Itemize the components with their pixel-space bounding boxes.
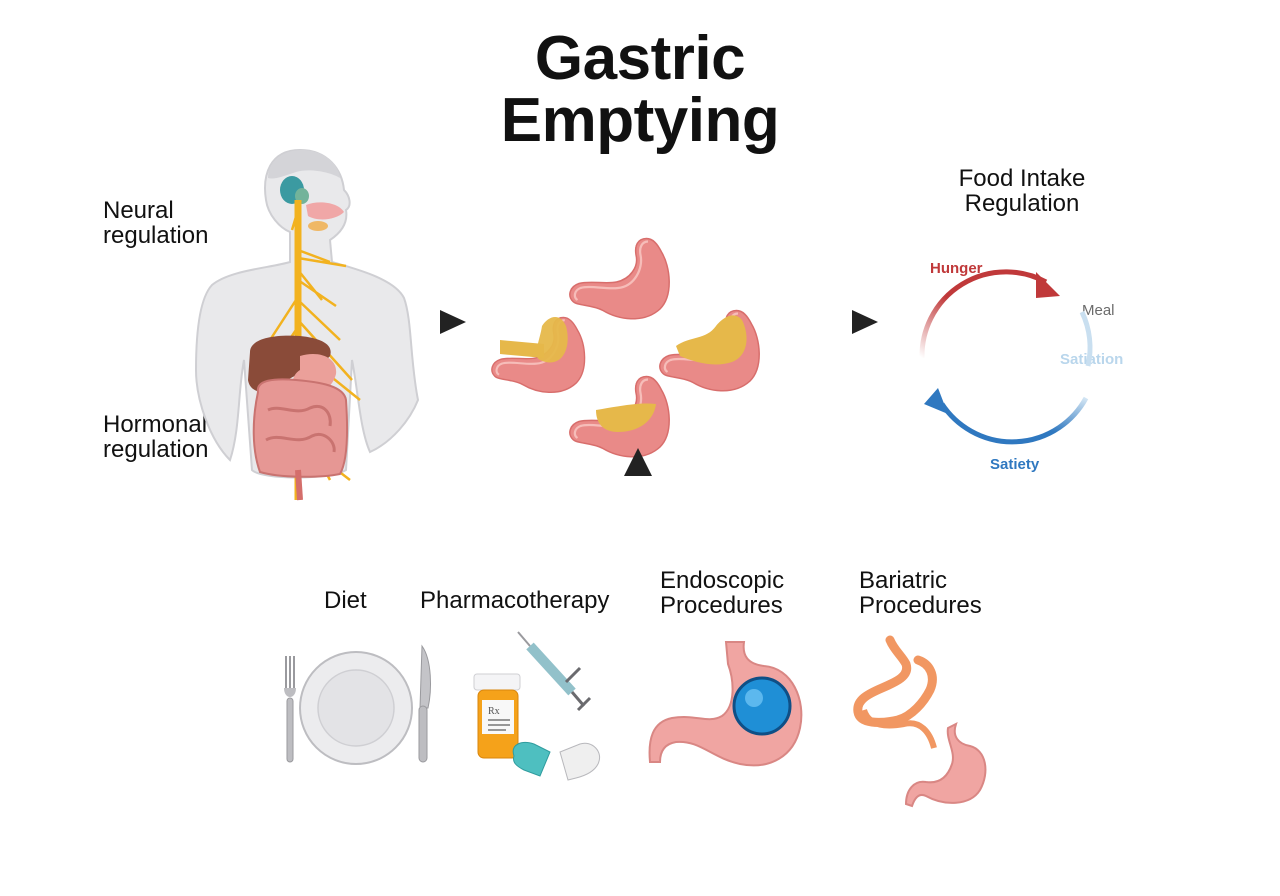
knife-icon — [418, 644, 431, 763]
hunger-label: Hunger — [930, 260, 983, 277]
diet-label: Diet — [324, 587, 367, 614]
plate-icon — [299, 651, 413, 765]
arrow-interventions-to-emptying — [624, 448, 652, 538]
pill-bottle-icon: Rx — [473, 673, 521, 759]
gastric-bypass-icon — [853, 635, 987, 808]
title-line-1: Gastric — [534, 24, 746, 93]
rx-symbol: Rx — [488, 706, 500, 717]
satiety-label: Satiety — [990, 456, 1040, 473]
hormonal-regulation-label: Hormonal regulation — [103, 411, 209, 463]
title-line-2: Emptying — [500, 86, 780, 155]
stomach-icon — [568, 237, 671, 320]
stomach-icon — [658, 309, 761, 392]
hunger-arc — [919, 269, 1048, 359]
satiety-arrowhead — [924, 388, 948, 414]
fork-icon — [284, 656, 296, 763]
syringe-icon — [517, 631, 592, 712]
endoscopic-procedures-label: Endoscopic Procedures — [660, 567, 785, 619]
arrow-emptying-to-food-intake — [796, 310, 878, 334]
stomach-icon — [490, 316, 586, 394]
food-intake-cycle — [919, 269, 1093, 445]
arrow-regulation-to-emptying — [398, 310, 466, 334]
page-title: Gastric Emptying — [0, 28, 1280, 152]
human-body-icon — [194, 148, 420, 501]
capsule-icon — [512, 742, 600, 781]
gastric-balloon-icon — [648, 641, 803, 767]
stomach-icon — [568, 375, 671, 458]
neural-regulation-label: Neural regulation — [103, 197, 209, 249]
food-intake-title: Food Intake Regulation — [958, 165, 1086, 217]
pharmacotherapy-label: Pharmacotherapy — [420, 587, 610, 614]
satiety-arc — [939, 396, 1089, 445]
bariatric-procedures-label: Bariatric Procedures — [859, 567, 982, 619]
hunger-arrowhead — [1036, 272, 1060, 298]
satiation-arc — [1079, 310, 1093, 367]
meal-label: Meal — [1082, 302, 1115, 319]
